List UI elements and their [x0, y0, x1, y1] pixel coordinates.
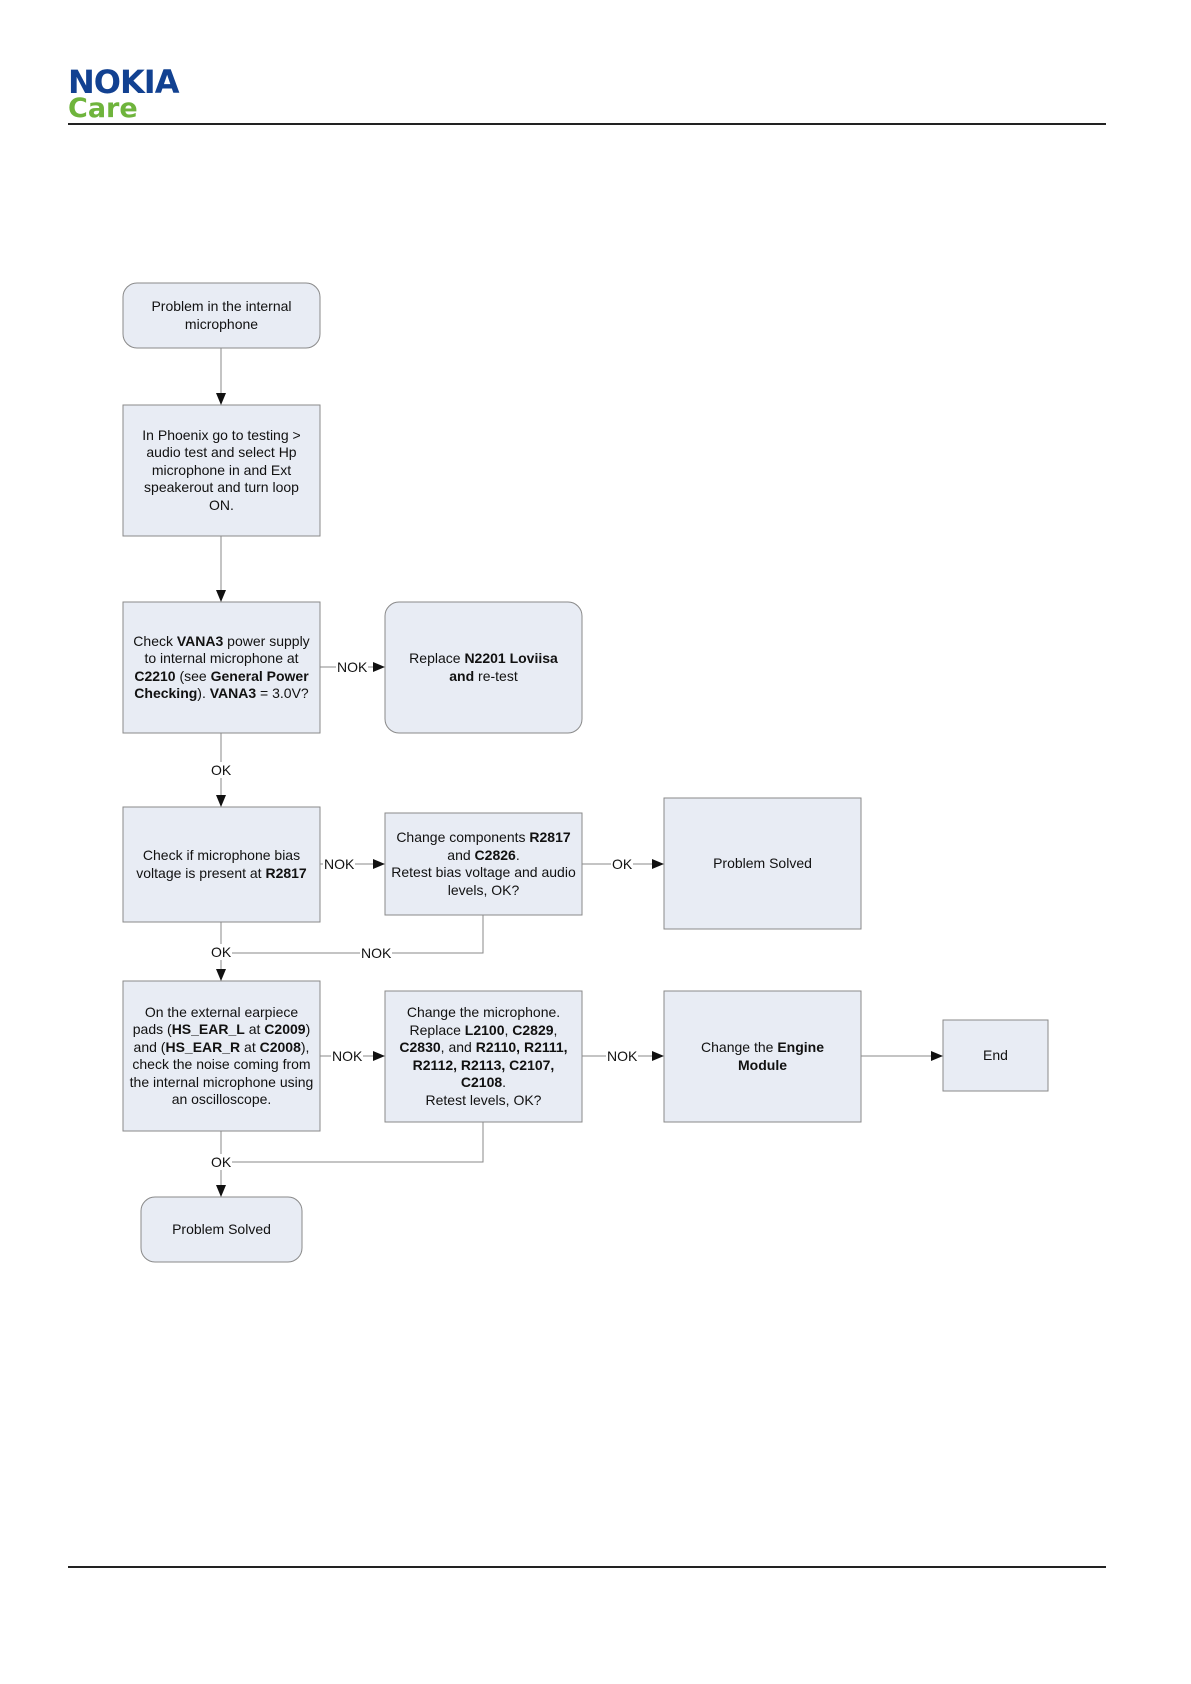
arrowhead — [216, 590, 226, 602]
care-wordmark: Care — [68, 93, 138, 124]
end-box-shape — [942, 1019, 1049, 1092]
label-nok-earpiece: NOK — [331, 1048, 364, 1064]
earpiece-text: On the external earpiece pads (HS_EAR_L … — [129, 1003, 314, 1108]
bias-box-shape — [122, 806, 321, 923]
nokia-care-logo: NOKIA Care — [68, 64, 208, 126]
arrowhead — [216, 969, 226, 981]
connector-changemic-return — [221, 1122, 484, 1163]
arrowhead — [216, 393, 226, 405]
arrowhead — [373, 662, 385, 672]
bias-text: Check if microphone bias voltage is pres… — [136, 847, 307, 881]
label-ok-bias: OK — [210, 944, 233, 960]
arrowhead — [652, 859, 664, 869]
label-nok-changemic: NOK — [606, 1048, 639, 1064]
arrowhead — [652, 1051, 664, 1061]
solved-1-box-shape — [663, 797, 862, 930]
vana3-node: Check VANA3 power supply to internal mic… — [123, 602, 320, 733]
label-nok-bias: NOK — [323, 856, 356, 872]
earpiece-node: On the external earpiece pads (HS_EAR_L … — [123, 981, 320, 1131]
label-nok-components-return: NOK — [360, 945, 393, 961]
footer-rule — [68, 1566, 1106, 1568]
arrowhead — [373, 1051, 385, 1061]
vana3-text: Check VANA3 power supply to internal mic… — [133, 632, 310, 702]
bias-node: Check if microphone bias voltage is pres… — [123, 807, 320, 922]
arrowhead — [216, 1185, 226, 1197]
arrowhead — [216, 795, 226, 807]
change-mic-box-shape — [384, 990, 583, 1123]
replace-box-shape — [384, 601, 583, 734]
header-rule — [68, 123, 1106, 125]
start-node: Problem in the internal microphone — [151, 298, 292, 332]
label-ok-components: OK — [611, 856, 634, 872]
label-ok-vana3: OK — [210, 762, 233, 778]
engine-box-shape — [663, 990, 862, 1123]
arrowhead — [373, 859, 385, 869]
change-mic-node: Change the microphone.Replace L2100, C28… — [385, 991, 582, 1122]
connector-components-return — [229, 915, 484, 954]
label-ok-earpiece: OK — [210, 1154, 233, 1170]
nokia-wordmark: NOKIA — [68, 63, 179, 101]
end-node: End — [983, 1046, 1008, 1063]
phoenix-node: In Phoenix go to testing > audio test an… — [142, 426, 301, 513]
arrowhead — [931, 1051, 943, 1061]
label-nok-vana3: NOK — [336, 659, 369, 675]
problem-solved-node-1: Problem Solved — [713, 854, 812, 871]
problem-solved-node-2: Problem Solved — [172, 1220, 271, 1237]
solved-2-box-shape — [140, 1196, 303, 1263]
change-mic-text: Change the microphone.Replace L2100, C28… — [399, 1004, 568, 1108]
